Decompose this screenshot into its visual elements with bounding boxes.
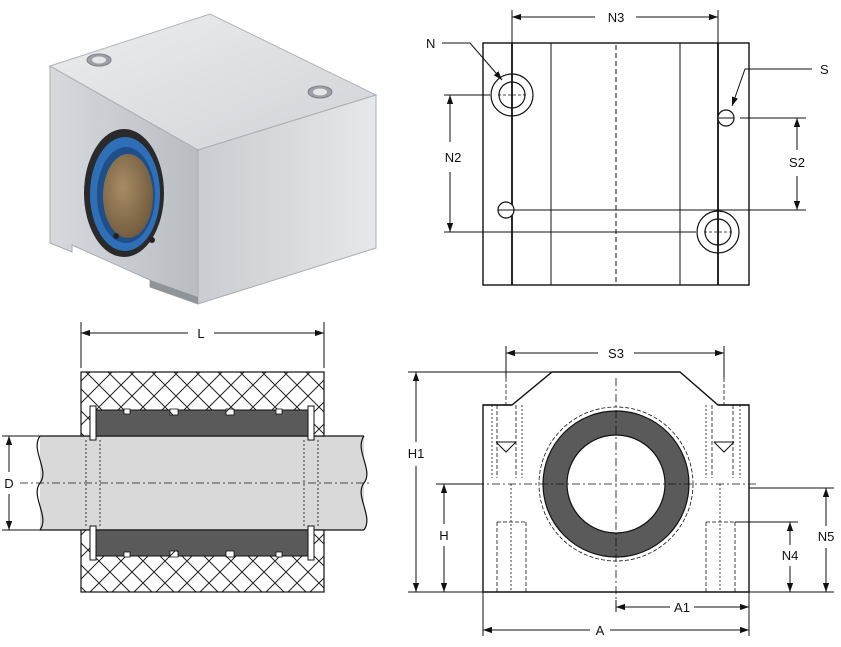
dim-label-n3: N3 xyxy=(608,10,625,25)
front-view: S3 H1 H N4 N5 A1 A xyxy=(408,346,835,638)
mounting-hole-icon xyxy=(307,85,333,99)
counterbore-hole-icon xyxy=(490,73,534,117)
dim-label-h: H xyxy=(439,528,448,543)
mounting-hole-icon xyxy=(86,53,112,67)
linear-bearing-block-photo xyxy=(48,13,378,305)
dim-label-a: A xyxy=(596,623,605,638)
dim-label-s3: S3 xyxy=(608,346,624,361)
bearing-seal-icon xyxy=(84,129,164,257)
dim-label-n: N xyxy=(426,36,435,51)
s-hole-icon xyxy=(497,201,515,219)
dim-label-s2: S2 xyxy=(789,155,805,170)
section-view: L D xyxy=(2,322,370,593)
dim-label-n5: N5 xyxy=(818,529,835,544)
dim-label-n4: N4 xyxy=(782,548,799,563)
dim-label-n2: N2 xyxy=(445,150,462,165)
counterbore-hole-icon xyxy=(696,210,740,254)
dim-label-a1: A1 xyxy=(674,600,690,615)
dim-label-h1: H1 xyxy=(408,446,425,461)
s-hole-icon xyxy=(717,109,735,127)
top-view: N3 N S N2 S2 xyxy=(426,10,829,286)
dim-label-d: D xyxy=(4,476,13,491)
dim-label-l: L xyxy=(197,326,204,341)
dim-label-s: S xyxy=(820,62,829,77)
